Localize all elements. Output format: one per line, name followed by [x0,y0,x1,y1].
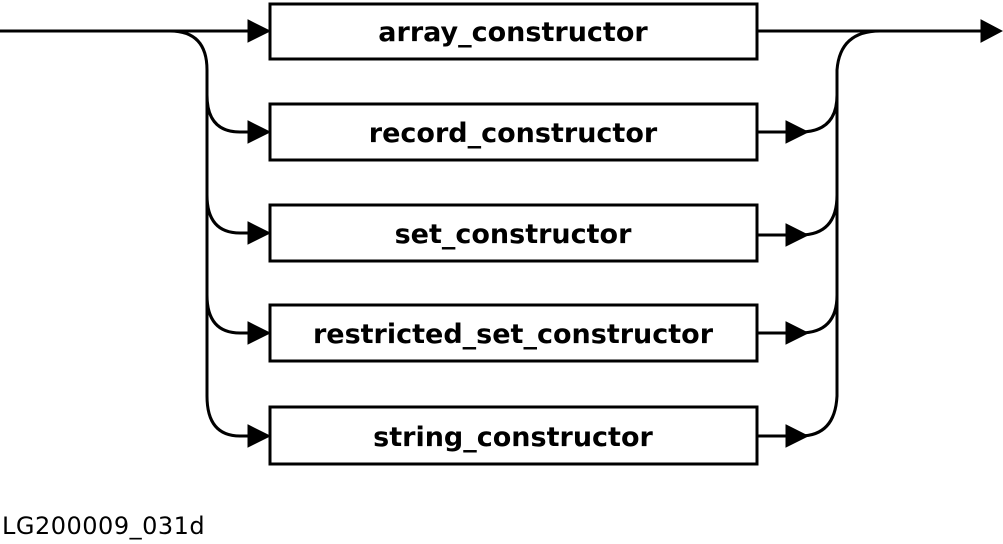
branch-connector-3 [205,193,260,235]
arrow-out-box-5-icon [785,424,810,448]
arrow-out-box-2-icon [785,120,810,144]
arrow-into-box-4-icon [247,321,272,345]
branch-connector-4 [205,293,260,335]
arrow-into-box-2-icon [247,120,272,144]
alternative-box-5: string_constructor [268,405,759,466]
alternative-label-1: array_constructor [378,17,648,48]
alternative-box-3: set_constructor [268,203,759,263]
entry-arrow-icon [247,19,272,43]
figure-id-label: LG200009_031d [2,512,206,540]
arrow-into-box-3-icon [247,221,272,245]
alternative-label-4: restricted_set_constructor [313,319,714,350]
arrow-into-box-5-icon [247,424,272,448]
alternative-box-1: array_constructor [268,2,759,61]
alternative-label-5: string_constructor [373,422,653,453]
alternative-box-4: restricted_set_constructor [268,303,759,363]
right-merge-rail [798,29,882,438]
alternative-label-2: record_constructor [369,118,658,149]
arrow-out-box-3-icon [785,223,810,247]
arrow-out-box-4-icon [785,321,810,345]
alternative-box-2: record_constructor [268,102,759,162]
left-branch-rail [168,29,242,438]
alternative-label-3: set_constructor [395,219,633,250]
exit-arrow-icon [980,19,1003,43]
branch-connector-2 [205,93,260,134]
